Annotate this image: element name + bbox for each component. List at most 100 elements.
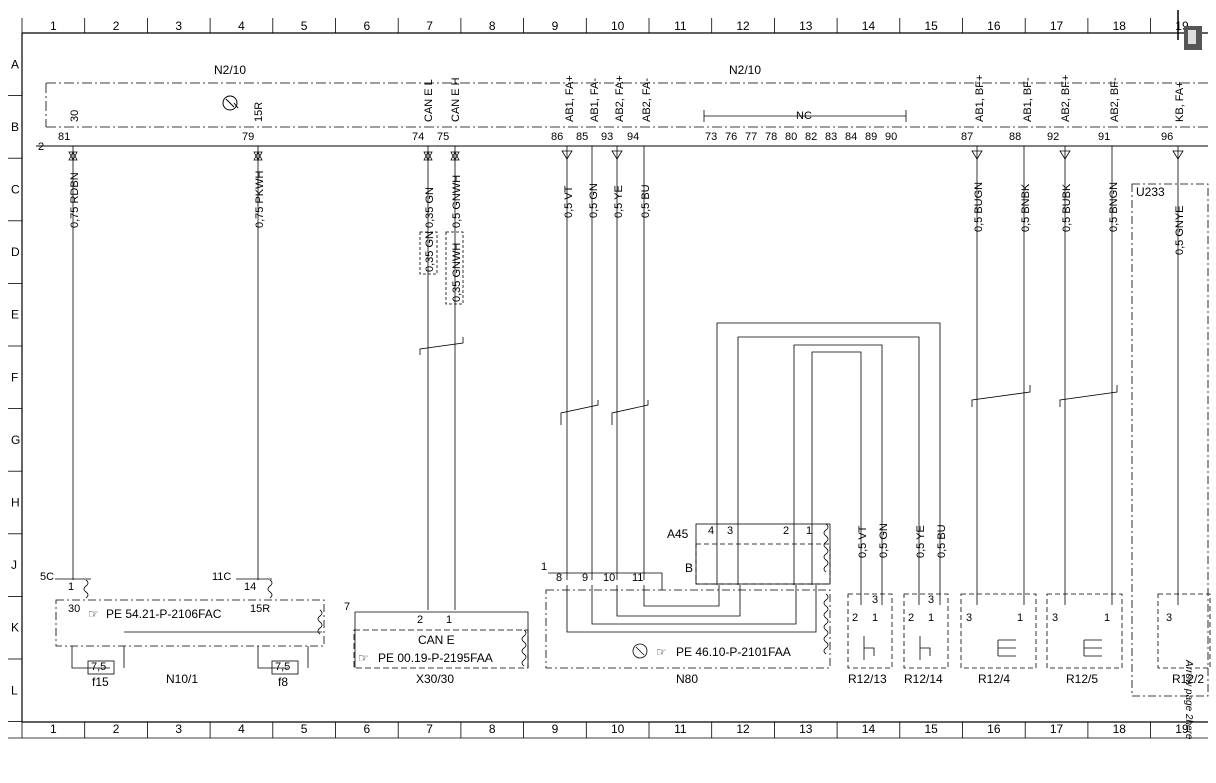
- nc-pin: 84: [845, 131, 857, 143]
- nc-pin: 89: [865, 131, 877, 143]
- column-label: 5: [301, 722, 308, 736]
- svg-text:AB1, BF+: AB1, BF+: [974, 75, 986, 122]
- row-label: E: [11, 308, 19, 322]
- column-label: 12: [736, 19, 750, 33]
- column-label: 15: [924, 722, 938, 736]
- svg-text:0,5 GNYE: 0,5 GNYE: [1174, 205, 1186, 255]
- svg-text:0,5 BU: 0,5 BU: [936, 524, 948, 558]
- connector-tag: 2: [38, 141, 44, 153]
- nc-pin: 73: [705, 131, 717, 143]
- n2-10-unit-box: [36, 82, 1208, 147]
- x30-30-tag: 7: [344, 601, 350, 613]
- svg-text:AB1, BF-: AB1, BF-: [1022, 77, 1034, 122]
- svg-text:79: 79: [242, 131, 254, 143]
- svg-text:0,5 GNWH: 0,5 GNWH: [451, 175, 463, 228]
- svg-text:R12/13: R12/13: [848, 672, 887, 686]
- x30-30-ref-icon: ☞: [358, 651, 369, 665]
- f15-name: f15: [92, 675, 109, 689]
- svg-text:CAN E L: CAN E L: [423, 79, 435, 122]
- nc-pin: 76: [725, 131, 737, 143]
- svg-text:0,35 GN: 0,35 GN: [424, 231, 436, 272]
- column-label: 4: [238, 722, 245, 736]
- r12-names: R12/13 R12/14 R12/4 R12/5 R12/2: [848, 672, 1204, 686]
- n10-1-pin15r: 15R: [250, 603, 270, 615]
- wire-labels: 0,75 RDBN 0,75 PKWH 0,35 GN 0,5 GNWH 0,5…: [69, 170, 1186, 558]
- svg-text:0,5 GN: 0,5 GN: [588, 183, 600, 218]
- n10-1-name: N10/1: [166, 672, 198, 686]
- svg-text:AB2, BF-: AB2, BF-: [1109, 77, 1121, 122]
- svg-text:1: 1: [1017, 612, 1023, 624]
- svg-text:85: 85: [576, 131, 588, 143]
- svg-text:AB2, BF+: AB2, BF+: [1060, 75, 1072, 122]
- column-label: 16: [987, 19, 1001, 33]
- svg-text:1: 1: [872, 612, 878, 624]
- svg-text:0,35 GNWH: 0,35 GNWH: [451, 243, 463, 302]
- n10-1-component: [55, 578, 325, 675]
- u233-name: U233: [1136, 185, 1165, 199]
- svg-text:0,5 YE: 0,5 YE: [915, 525, 927, 558]
- svg-text:0,5 BNBK: 0,5 BNBK: [1020, 183, 1032, 232]
- x30-30-title: CAN E: [418, 633, 455, 647]
- column-label: 13: [799, 722, 813, 736]
- svg-text:3: 3: [872, 594, 878, 606]
- column-label: 10: [611, 19, 625, 33]
- row-label: B: [11, 120, 19, 134]
- side-note: Arrow page 2here: [1183, 659, 1194, 740]
- r12-pin-labels: 2 1 3 2 1 3 3 1 3 1 3: [852, 594, 1172, 624]
- svg-text:0,5 BUBK: 0,5 BUBK: [1061, 183, 1073, 232]
- svg-text:3: 3: [1052, 612, 1058, 624]
- column-label: 1: [50, 722, 57, 736]
- svg-text:R12/5: R12/5: [1066, 672, 1098, 686]
- column-label: 7: [426, 722, 433, 736]
- svg-text:74: 74: [412, 131, 424, 143]
- row-label: H: [11, 496, 20, 510]
- a45-pin1: 1: [806, 525, 812, 537]
- n10-1-pin30: 30: [68, 603, 80, 615]
- svg-text:87: 87: [961, 131, 973, 143]
- n80-pin10: 10: [603, 572, 615, 584]
- a45-label: A45: [667, 527, 689, 541]
- column-label: 5: [301, 19, 308, 33]
- n10-1-tag2: 11C: [212, 571, 231, 583]
- n80-ref[interactable]: PE 46.10-P-2101FAA: [676, 645, 791, 659]
- nc-pin: 80: [785, 131, 797, 143]
- a45-pin3: 3: [727, 525, 733, 537]
- f8-rating: 7,5: [275, 661, 290, 673]
- row-label: D: [11, 245, 20, 259]
- n10-1-ref[interactable]: PE 54.21-P-2106FAC: [106, 607, 222, 621]
- svg-text:30: 30: [69, 110, 81, 122]
- svg-text:3: 3: [966, 612, 972, 624]
- svg-text:KB, FA+: KB, FA+: [1174, 81, 1186, 122]
- svg-text:3: 3: [1166, 612, 1172, 624]
- svg-text:0,35 GN: 0,35 GN: [424, 187, 436, 228]
- unit-label-left: N2/10: [214, 63, 246, 77]
- wire-section-boxes: [419, 231, 464, 305]
- column-label: 11: [674, 19, 687, 33]
- column-label: 8: [489, 722, 496, 736]
- header-pins: 81 30 79 15R 74 CAN E L 75 CAN E H 86 AB…: [58, 75, 1186, 143]
- row-label: C: [11, 183, 20, 197]
- column-ticks: [8, 18, 1151, 738]
- svg-text:R12/2: R12/2: [1172, 672, 1204, 686]
- column-label: 6: [364, 722, 371, 736]
- svg-text:15R: 15R: [253, 102, 265, 122]
- svg-text:0,75 RDBN: 0,75 RDBN: [69, 172, 81, 228]
- column-label: 17: [1050, 19, 1064, 33]
- column-label: 14: [862, 19, 876, 33]
- row-label: K: [11, 621, 19, 635]
- column-label: 9: [552, 722, 559, 736]
- svg-text:0,5 VT: 0,5 VT: [857, 525, 869, 558]
- svg-text:0,5 BUGN: 0,5 BUGN: [973, 182, 985, 232]
- column-label: 6: [364, 19, 371, 33]
- column-label: 11: [674, 722, 687, 736]
- a45-pin4: 4: [708, 525, 714, 537]
- a45-pin2: 2: [783, 525, 789, 537]
- x30-30-ref[interactable]: PE 00.19-P-2195FAA: [378, 651, 493, 665]
- column-label: 13: [799, 19, 813, 33]
- svg-text:1: 1: [1104, 612, 1110, 624]
- n80-pin9: 9: [582, 572, 588, 584]
- nc-pin: 82: [805, 131, 817, 143]
